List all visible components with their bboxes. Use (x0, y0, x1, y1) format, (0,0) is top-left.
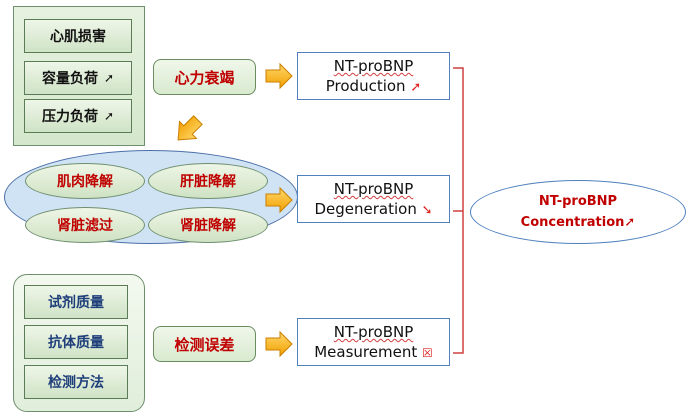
nt-degeneration-box: NT-proBNP Degeneration ➘ (297, 175, 450, 223)
pressure-load-chip: 压力负荷 ➚ (24, 99, 132, 133)
liver-degradation: 肝脏降解 (148, 163, 268, 199)
reagent-quality-chip: 试剂质量 (24, 285, 128, 319)
concentration-line1: NT-proBNP (538, 194, 618, 209)
kidney-filtration: 肾脏滤过 (25, 207, 145, 243)
concentration-line2-row: Concentration➚ (471, 212, 685, 233)
down-right-arrow-icon: ➘ (421, 203, 433, 218)
degradation-ellipse: 肌肉降解 肝脏降解 肾脏滤过 肾脏降解 (4, 150, 298, 244)
mini-label: 肾脏降解 (180, 218, 236, 234)
kidney-degradation: 肾脏降解 (148, 207, 268, 243)
mini-label: 肝脏降解 (180, 174, 236, 190)
nt-line1: NT-proBNP (333, 323, 414, 341)
heart-failure-box: 心力衰竭 (153, 59, 256, 95)
detection-factors-panel: 试剂质量 抗体质量 检测方法 (13, 274, 145, 412)
volume-load-chip: 容量负荷 ➚ (24, 61, 132, 95)
antibody-quality-chip: 抗体质量 (24, 325, 128, 359)
detection-error-label: 检测误差 (174, 335, 235, 354)
bracket-line (453, 67, 464, 354)
mini-label: 肾脏滤过 (57, 218, 113, 234)
chip-label: 试剂质量 (48, 295, 104, 311)
nt-line2-row: Production ➚ (298, 76, 449, 98)
nt-line2: Production (325, 77, 406, 95)
detection-error-box: 检测误差 (153, 326, 256, 362)
diagonal-arrow (177, 115, 203, 141)
nt-line1: NT-proBNP (333, 180, 414, 198)
concentration-ellipse: NT-proBNP Concentration➚ (470, 180, 686, 244)
chip-label: 检测方法 (48, 375, 104, 391)
nt-measurement-box: NT-proBNP Measurement ☒ (297, 318, 450, 366)
chip-label: 压力负荷 (41, 109, 98, 125)
up-right-arrow-icon: ➚ (624, 215, 636, 230)
nt-line2: Measurement (314, 343, 418, 361)
concentration-line2: Concentration (520, 215, 625, 230)
x-box-icon: ☒ (422, 346, 433, 360)
detection-method-chip: 检测方法 (24, 365, 128, 399)
up-right-arrow-icon: ➚ (103, 71, 115, 85)
myocardial-damage-chip: 心肌损害 (24, 19, 132, 53)
arrow-to-measurement (265, 330, 293, 358)
chip-label: 容量负荷 (41, 71, 98, 87)
muscle-degradation: 肌肉降解 (25, 163, 145, 199)
chip-label: 心肌损害 (50, 29, 106, 45)
chip-label: 抗体质量 (48, 335, 104, 351)
mini-label: 肌肉降解 (57, 174, 113, 190)
nt-line2-row: Measurement ☒ (298, 342, 449, 363)
nt-line2-row: Degeneration ➘ (298, 199, 449, 221)
heart-failure-label: 心力衰竭 (174, 68, 235, 87)
arrow-to-production (265, 62, 293, 90)
nt-line2: Degeneration (314, 200, 417, 218)
nt-line1: NT-proBNP (333, 57, 414, 75)
up-right-arrow-icon: ➚ (410, 80, 422, 95)
up-right-arrow-icon: ➚ (103, 109, 115, 123)
cardiac-causes-panel: 心肌损害 容量负荷 ➚ 压力负荷 ➚ (13, 6, 145, 146)
nt-production-box: NT-proBNP Production ➚ (297, 52, 450, 100)
